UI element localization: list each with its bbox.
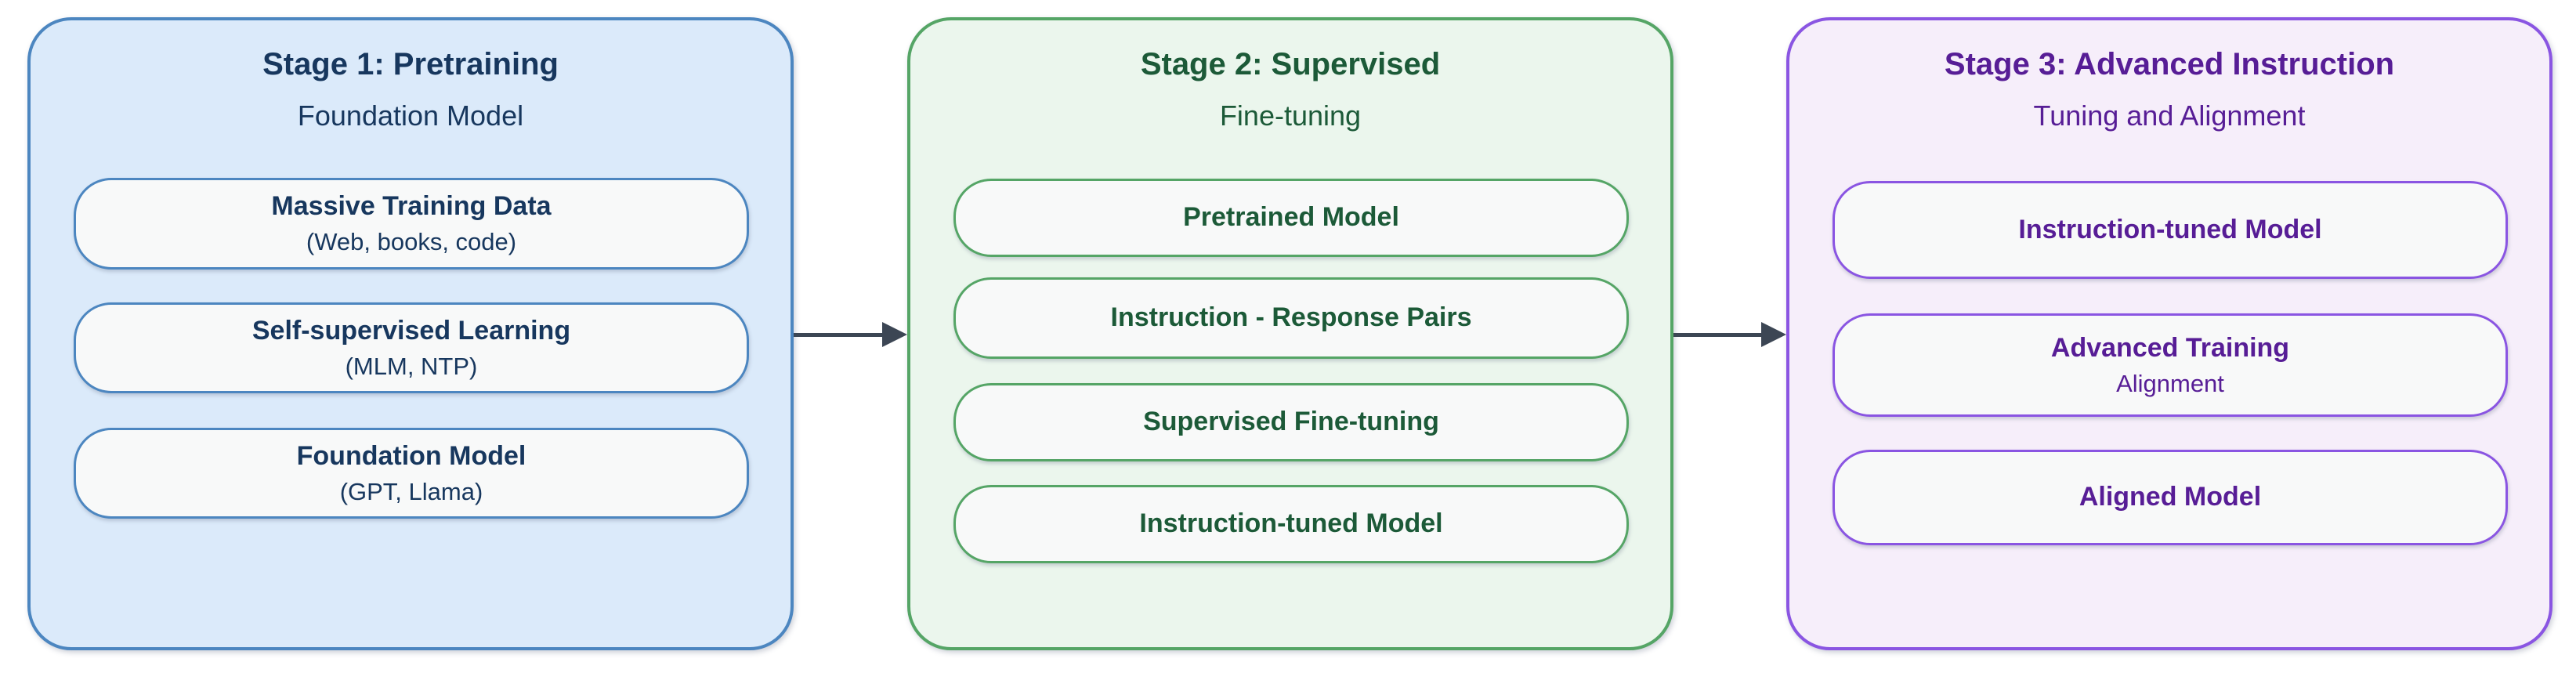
node-instruction-tuned-model: Instruction-tuned Model — [953, 485, 1629, 563]
node-subtitle: Alignment — [2116, 369, 2224, 397]
node-title: Aligned Model — [2079, 482, 2262, 512]
node-title: Instruction-tuned Model — [1139, 508, 1443, 539]
node-self-supervised-learning: Self-supervised Learning (MLM, NTP) — [74, 302, 749, 393]
node-title: Self-supervised Learning — [251, 315, 571, 346]
node-aligned-model: Aligned Model — [1833, 450, 2508, 545]
node-subtitle: (Web, books, code) — [306, 228, 517, 256]
arrow-head-icon — [882, 322, 907, 347]
stage-1-subtitle: Foundation Model — [297, 100, 524, 132]
node-subtitle: (GPT, Llama) — [339, 477, 483, 505]
node-pretrained-model: Pretrained Model — [953, 179, 1629, 257]
stage-1-title: Stage 1: Pretraining — [262, 47, 559, 81]
stage-1-pretraining-panel: Stage 1: Pretraining Foundation Model Ma… — [27, 17, 794, 650]
stage-2-subtitle: Fine-tuning — [1219, 100, 1362, 132]
node-title: Instruction-tuned Model — [2018, 214, 2322, 244]
node-title: Advanced Training — [2050, 332, 2290, 363]
arrow-stage1-to-stage2 — [794, 322, 907, 347]
arrow-line — [1673, 332, 1766, 337]
node-subtitle: (MLM, NTP) — [345, 352, 478, 380]
stage-2-supervised-panel: Stage 2: Supervised Fine-tuning Pretrain… — [907, 17, 1673, 650]
stage-2-title: Stage 2: Supervised — [1140, 47, 1441, 81]
node-title: Instruction - Response Pairs — [1110, 302, 1472, 333]
stage-3-title: Stage 3: Advanced Instruction — [1944, 47, 2395, 81]
node-title: Massive Training Data — [271, 191, 552, 222]
node-title: Supervised Fine-tuning — [1143, 407, 1439, 437]
arrow-head-icon — [1761, 322, 1786, 347]
node-advanced-training: Advanced Training Alignment — [1833, 313, 2508, 417]
node-title: Pretrained Model — [1183, 202, 1399, 233]
node-supervised-fine-tuning: Supervised Fine-tuning — [953, 383, 1629, 461]
node-foundation-model: Foundation Model (GPT, Llama) — [74, 428, 749, 519]
arrow-line — [794, 332, 887, 337]
node-title: Foundation Model — [296, 440, 526, 471]
node-instruction-tuned-model: Instruction-tuned Model — [1833, 181, 2508, 279]
node-massive-training-data: Massive Training Data (Web, books, code) — [74, 178, 749, 270]
stage-3-subtitle: Tuning and Alignment — [2033, 100, 2306, 132]
stage-3-advanced-instruction-panel: Stage 3: Advanced Instruction Tuning and… — [1786, 17, 2552, 650]
arrow-stage2-to-stage3 — [1673, 322, 1786, 347]
node-instruction-response-pairs: Instruction - Response Pairs — [953, 277, 1629, 359]
